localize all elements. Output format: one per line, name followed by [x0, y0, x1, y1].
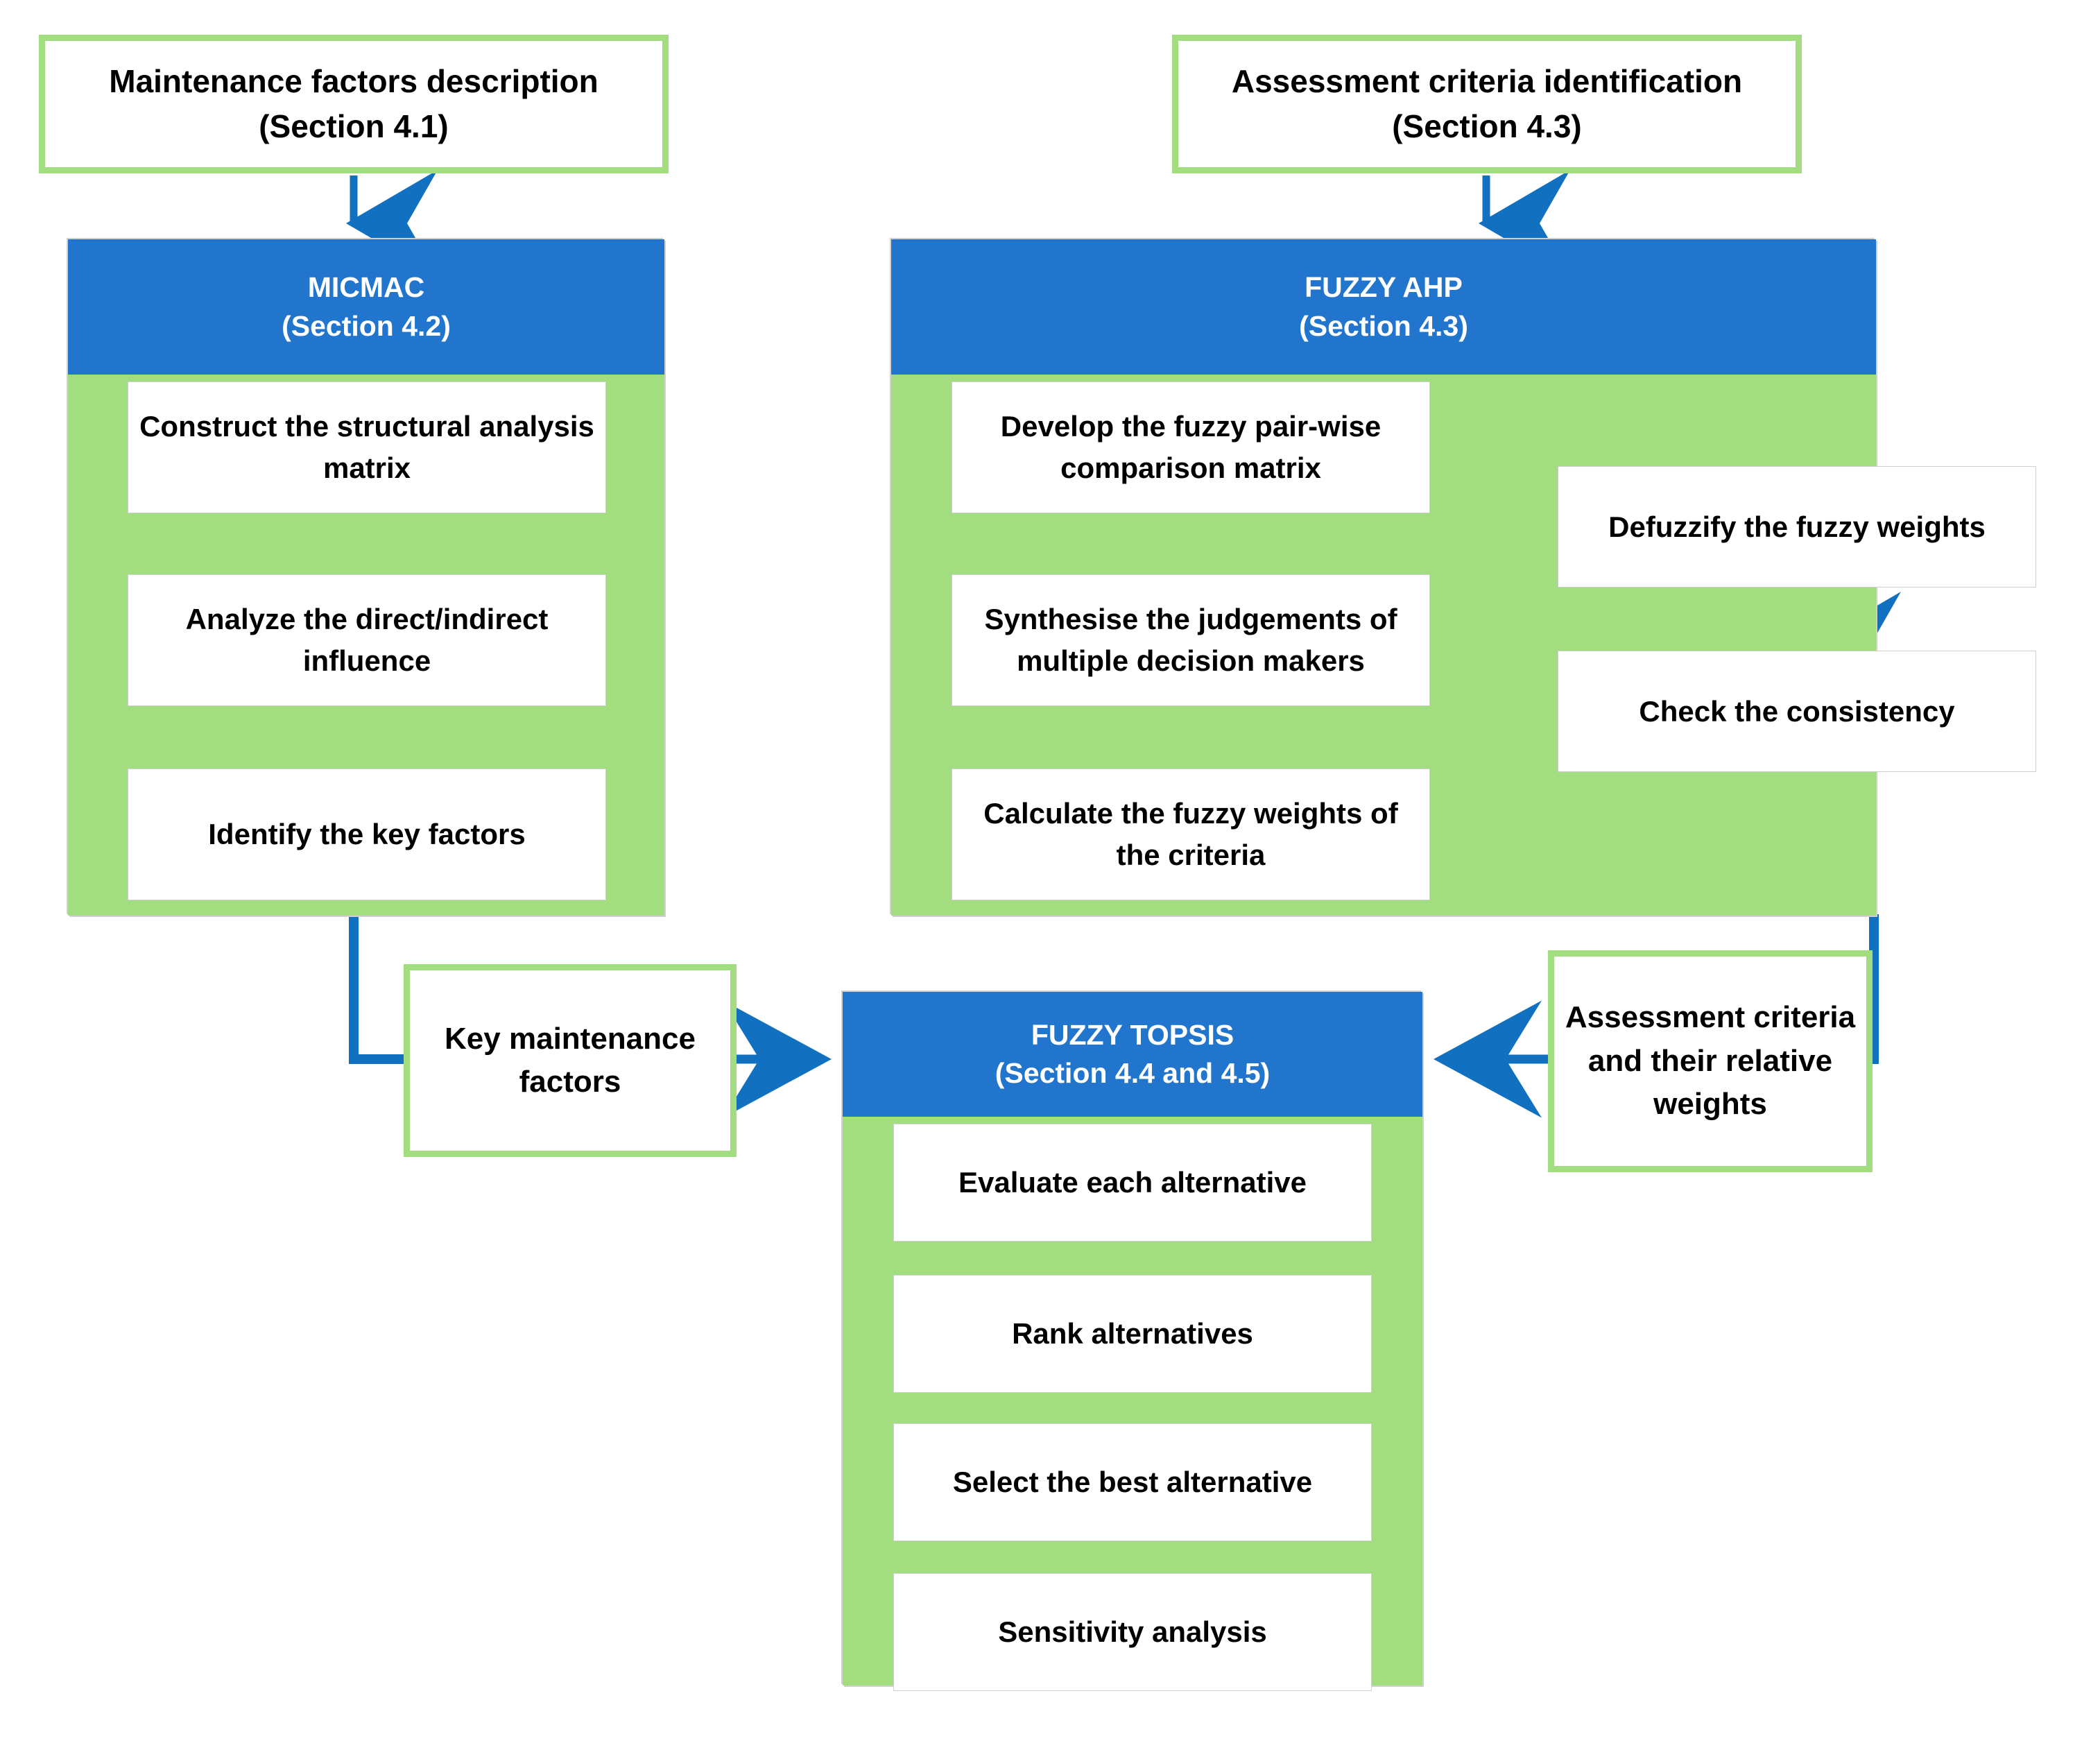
- step-ahp-synthesise-judgements[interactable]: Synthesise the judgements of multiple de…: [952, 574, 1430, 706]
- group-header-micmac: MICMAC (Section 4.2): [68, 239, 664, 375]
- input-box-maintenance-factors[interactable]: Maintenance factors description (Section…: [39, 35, 669, 173]
- ahp-header-line2: (Section 4.3): [1299, 309, 1468, 342]
- micmac-header-line1: MICMAC: [307, 271, 425, 304]
- step-topsis-rank-alternatives[interactable]: Rank alternatives: [893, 1275, 1372, 1393]
- label-box-assessment-criteria-weights[interactable]: Assessment criteria and their relative w…: [1548, 950, 1873, 1172]
- step-topsis-evaluate-alternative[interactable]: Evaluate each alternative: [893, 1124, 1372, 1242]
- step-micmac-construct-matrix[interactable]: Construct the structural analysis matrix: [128, 381, 606, 513]
- step-micmac-identify-key-factors[interactable]: Identify the key factors: [128, 769, 606, 900]
- step-ahp-defuzzify-weights[interactable]: Defuzzify the fuzzy weights: [1558, 466, 2036, 587]
- step-topsis-select-best-alternative[interactable]: Select the best alternative: [893, 1423, 1372, 1541]
- step-micmac-analyze-influence[interactable]: Analyze the direct/indirect influence: [128, 574, 606, 706]
- step-ahp-check-consistency[interactable]: Check the consistency: [1558, 651, 2036, 772]
- maintenance-factors-line2: (Section 4.1): [259, 108, 449, 144]
- topsis-header-line2: (Section 4.4 and 4.5): [995, 1057, 1271, 1089]
- input-box-assessment-criteria[interactable]: Assessment criteria identification (Sect…: [1172, 35, 1802, 173]
- group-header-fuzzy-ahp: FUZZY AHP (Section 4.3): [891, 239, 1876, 375]
- assessment-criteria-line1: Assessment criteria identification: [1231, 62, 1743, 99]
- ahp-header-line1: FUZZY AHP: [1305, 271, 1463, 304]
- micmac-header-line2: (Section 4.2): [282, 309, 451, 342]
- step-topsis-sensitivity-analysis[interactable]: Sensitivity analysis: [893, 1573, 1372, 1691]
- group-header-fuzzy-topsis: FUZZY TOPSIS (Section 4.4 and 4.5): [843, 992, 1422, 1117]
- maintenance-factors-line1: Maintenance factors description: [109, 62, 599, 99]
- step-ahp-pairwise-matrix[interactable]: Develop the fuzzy pair-wise comparison m…: [952, 381, 1430, 513]
- topsis-header-line1: FUZZY TOPSIS: [1031, 1018, 1234, 1051]
- step-ahp-calculate-fuzzy-weights[interactable]: Calculate the fuzzy weights of the crite…: [952, 769, 1430, 900]
- label-box-key-maintenance-factors[interactable]: Key maintenance factors: [404, 964, 737, 1157]
- assessment-criteria-line2: (Section 4.3): [1392, 108, 1582, 144]
